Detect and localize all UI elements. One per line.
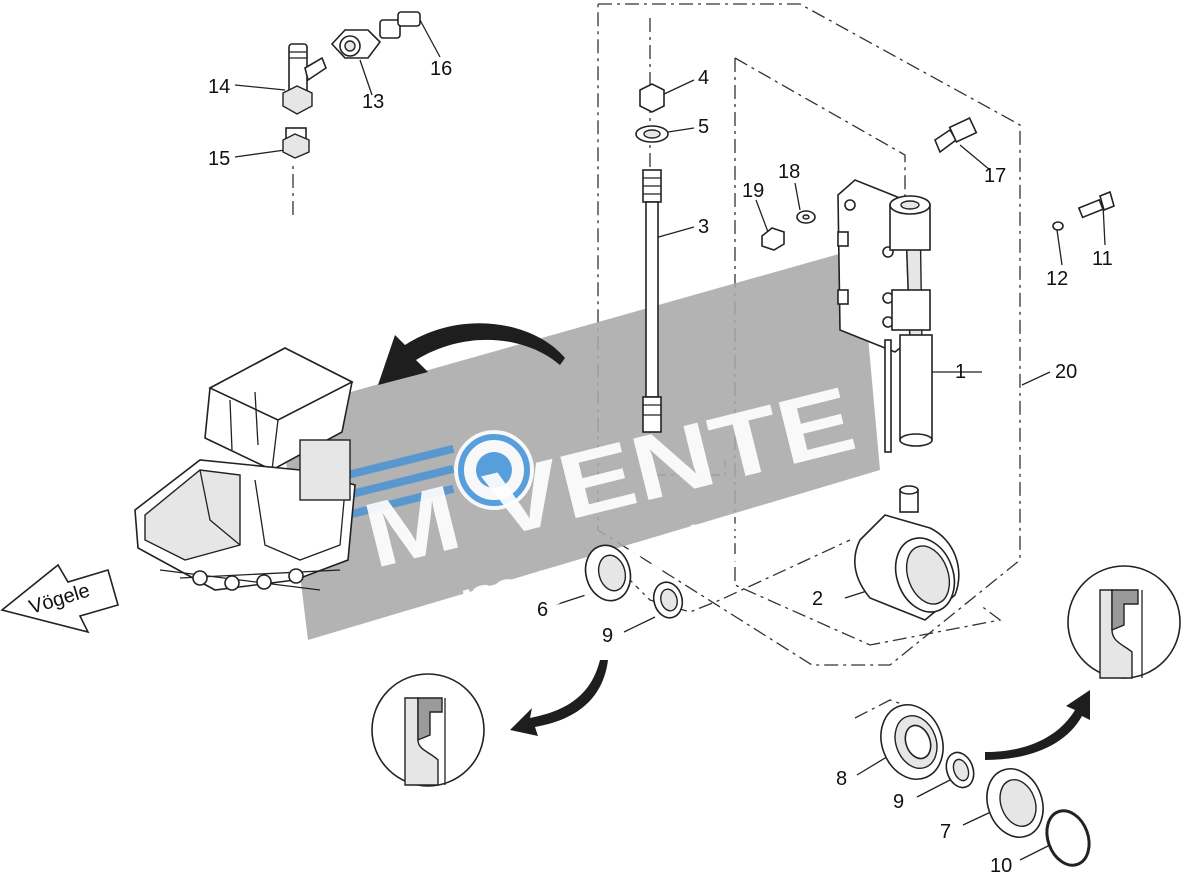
watermark-logo-icon — [345, 430, 534, 520]
watermark: M VENTE movente.ru — [280, 248, 880, 642]
callout-11: 11 — [1092, 248, 1113, 270]
voegele-direction-arrow: Vögele — [0, 563, 119, 634]
callout-17: 17 — [984, 165, 1006, 187]
callout-4: 4 — [698, 67, 709, 89]
snap-ring — [1045, 809, 1091, 867]
assembly-direction-arrow-icon — [378, 323, 565, 385]
housing — [854, 485, 960, 621]
callout-6: 6 — [537, 599, 548, 621]
callout-1: 1 — [955, 361, 966, 383]
assembly-outline-seals — [609, 539, 851, 613]
assembly-outline-housing — [734, 540, 1002, 646]
callout-16: 16 — [430, 58, 452, 80]
paver-machine-illustration — [134, 347, 356, 591]
callout-7: 7 — [940, 821, 951, 843]
seal-detail-zoom-right — [1067, 565, 1181, 679]
rod-assembly — [635, 83, 669, 433]
bracket-assembly — [761, 117, 1115, 453]
seal-detail-zoom-left — [371, 673, 485, 787]
callout-5: 5 — [698, 116, 709, 138]
callout-10: 10 — [990, 855, 1012, 877]
callout-3: 3 — [698, 216, 709, 238]
callout-18: 18 — [778, 161, 800, 183]
bearing-group — [880, 704, 1091, 867]
assembly-outline-20 — [597, 3, 1021, 666]
callout-8: 8 — [836, 768, 847, 790]
callout-labels: 1 2 3 4 5 6 7 8 9 9 10 11 12 13 14 15 16… — [208, 58, 1113, 877]
assembly-outline-inner — [734, 57, 906, 210]
callout-19: 19 — [742, 180, 764, 202]
detail-arrow-right-icon — [985, 690, 1090, 760]
callout-20: 20 — [1055, 361, 1077, 383]
leader-lines — [234, 19, 1106, 861]
seal-group-left — [584, 544, 684, 619]
callout-9-lower: 9 — [893, 791, 904, 813]
callout-2: 2 — [812, 588, 823, 610]
callout-13: 13 — [362, 91, 384, 113]
callout-15: 15 — [208, 148, 230, 170]
callout-14: 14 — [208, 76, 230, 98]
fittings-group — [282, 11, 421, 159]
detail-arrow-left-icon — [510, 660, 608, 736]
callout-12: 12 — [1046, 268, 1068, 290]
callout-9-upper: 9 — [602, 625, 613, 647]
watermark-band — [280, 248, 880, 640]
